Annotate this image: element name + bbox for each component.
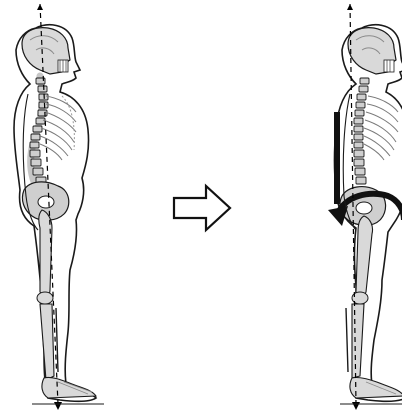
foot-bones xyxy=(350,377,402,398)
right-hollow-arrow-icon xyxy=(174,186,230,230)
upright-posture-skeleton xyxy=(14,4,104,410)
foot-bones xyxy=(42,377,96,398)
flat-back-indicator xyxy=(334,112,340,204)
pelvic-tilt-posture-skeleton xyxy=(328,4,402,410)
